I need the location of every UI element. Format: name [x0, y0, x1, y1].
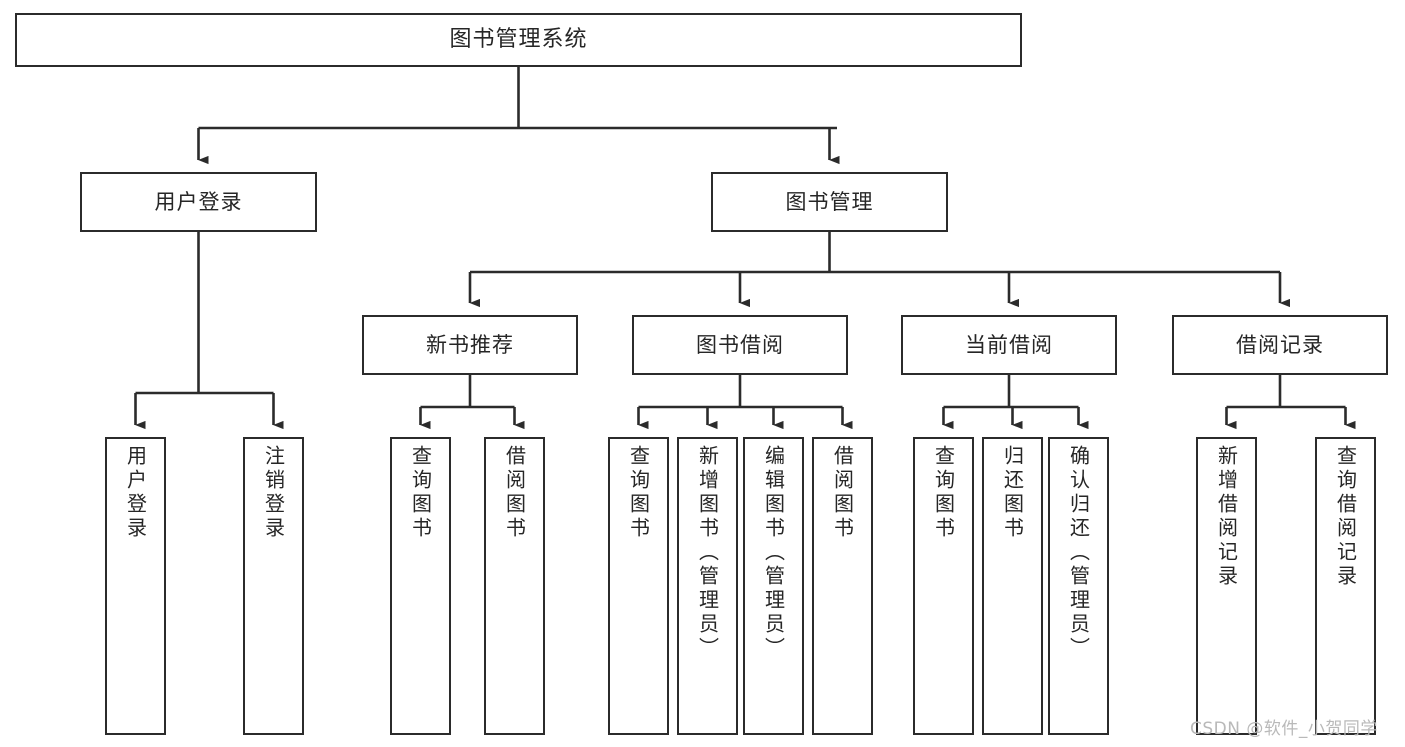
csdn-watermark: CSDN @软件_小贺同学	[1190, 719, 1378, 739]
node-borrowing-record[interactable]: 借阅记录	[1172, 315, 1388, 375]
leaf-book-borrow-edit-book-admin[interactable]: 编辑图书（管理员）	[743, 437, 804, 735]
node-label: 编辑图书（管理员）	[761, 445, 786, 661]
node-label: 确认归还（管理员）	[1066, 445, 1091, 661]
node-label: 查询图书	[626, 445, 651, 541]
node-label: 查询借阅记录	[1333, 445, 1358, 589]
node-label: 图书管理	[785, 189, 874, 214]
leaf-book-borrow-query-book[interactable]: 查询图书	[608, 437, 669, 735]
node-label: 新书推荐	[426, 332, 514, 357]
node-label: 借阅图书	[502, 445, 527, 541]
node-label: 借阅记录	[1236, 332, 1324, 357]
leaf-book-borrow-borrow-book[interactable]: 借阅图书	[812, 437, 873, 735]
leaf-borrow-record-add-record[interactable]: 新增借阅记录	[1196, 437, 1257, 735]
node-book-management[interactable]: 图书管理	[711, 172, 948, 232]
node-label: 查询图书	[931, 445, 956, 541]
leaf-user-login-login[interactable]: 用户登录	[105, 437, 166, 735]
node-new-book-recommendation[interactable]: 新书推荐	[362, 315, 578, 375]
node-label: 图书借阅	[696, 332, 784, 357]
node-book-borrowing[interactable]: 图书借阅	[632, 315, 848, 375]
node-label: 用户登录	[154, 189, 243, 214]
node-label: 借阅图书	[830, 445, 855, 541]
leaf-borrow-record-query-record[interactable]: 查询借阅记录	[1315, 437, 1376, 735]
node-label: 归还图书	[1000, 445, 1025, 541]
node-label: 查询图书	[408, 445, 433, 541]
node-label: 用户登录	[123, 445, 148, 541]
leaf-current-borrow-return-book[interactable]: 归还图书	[982, 437, 1043, 735]
leaf-user-login-logout[interactable]: 注销登录	[243, 437, 304, 735]
leaf-current-borrow-confirm-return-admin[interactable]: 确认归还（管理员）	[1048, 437, 1109, 735]
node-root-book-management-system[interactable]: 图书管理系统	[15, 13, 1022, 67]
node-label: 新增图书（管理员）	[695, 445, 720, 661]
leaf-current-borrow-query-book[interactable]: 查询图书	[913, 437, 974, 735]
node-label: 注销登录	[261, 445, 286, 541]
leaf-new-book-borrow-book[interactable]: 借阅图书	[484, 437, 545, 735]
node-user-login[interactable]: 用户登录	[80, 172, 317, 232]
node-label: 图书管理系统	[449, 27, 588, 53]
node-current-borrowing[interactable]: 当前借阅	[901, 315, 1117, 375]
leaf-book-borrow-add-book-admin[interactable]: 新增图书（管理员）	[677, 437, 738, 735]
node-label: 当前借阅	[965, 332, 1053, 357]
node-label: 新增借阅记录	[1214, 445, 1239, 589]
leaf-new-book-query-book[interactable]: 查询图书	[390, 437, 451, 735]
